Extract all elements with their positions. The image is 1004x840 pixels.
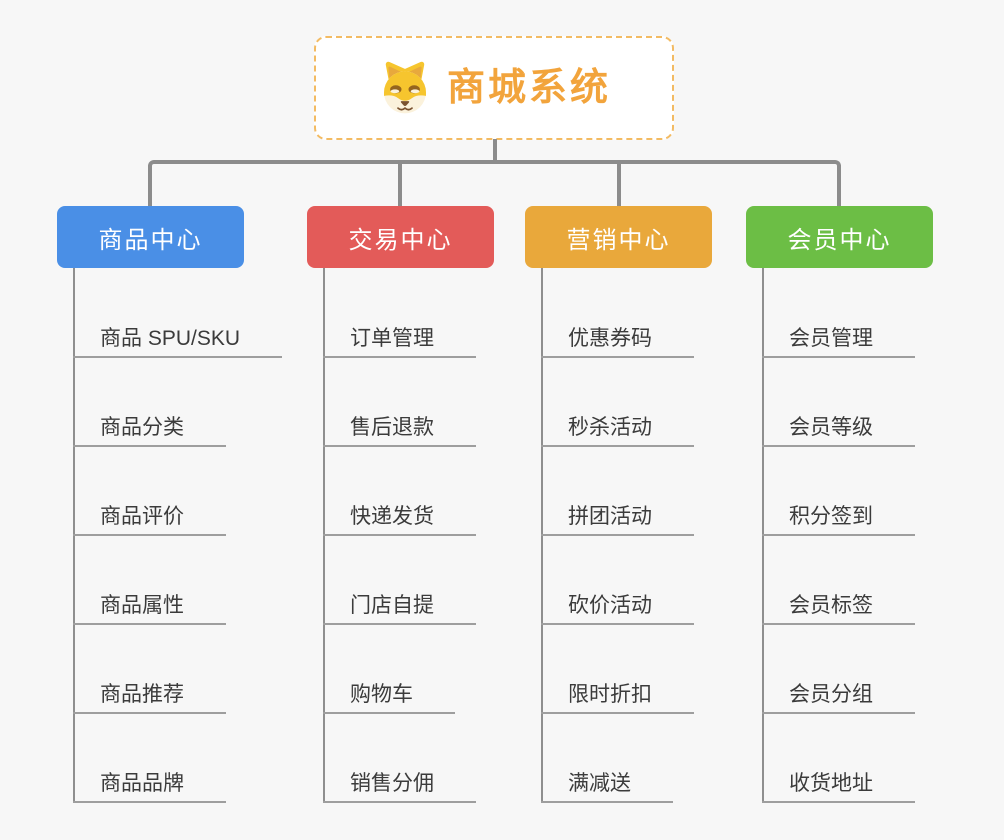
tree-item[interactable]: 快递发货 — [323, 496, 476, 536]
tree-item[interactable]: 购物车 — [323, 674, 455, 714]
root-title: 商城系统 — [446, 67, 611, 109]
tree-item[interactable]: 满减送 — [541, 763, 673, 803]
tree-item[interactable]: 优惠券码 — [541, 318, 694, 358]
connector-trunk — [493, 139, 497, 163]
branch-box-product-center[interactable]: 商品中心 — [57, 206, 244, 268]
tree-item[interactable]: 砍价活动 — [541, 585, 694, 625]
tree-item[interactable]: 销售分佣 — [323, 763, 476, 803]
branch-label: 商品中心 — [98, 226, 203, 254]
dog-face-icon — [383, 61, 426, 114]
tree-item[interactable]: 订单管理 — [323, 318, 476, 358]
tree-item[interactable]: 会员分组 — [762, 674, 915, 714]
branch-box-marketing-center[interactable]: 营销中心 — [525, 206, 712, 268]
tree-item[interactable]: 商品属性 — [73, 585, 226, 625]
connector-stub — [398, 160, 402, 206]
tree-item[interactable]: 商品品牌 — [73, 763, 226, 803]
tree-item[interactable]: 售后退款 — [323, 407, 476, 447]
branch-box-trade-center[interactable]: 交易中心 — [307, 206, 494, 268]
branch-label: 营销中心 — [566, 226, 671, 254]
connector-stub — [617, 160, 621, 206]
branch-label: 会员中心 — [787, 226, 892, 254]
tree-item[interactable]: 商品推荐 — [73, 674, 226, 714]
tree-item[interactable]: 秒杀活动 — [541, 407, 694, 447]
branch-box-member-center[interactable]: 会员中心 — [746, 206, 933, 268]
tree-item[interactable]: 限时折扣 — [541, 674, 694, 714]
connector-bus — [148, 160, 841, 206]
tree-item[interactable]: 会员标签 — [762, 585, 915, 625]
tree-item[interactable]: 会员管理 — [762, 318, 915, 358]
tree-item[interactable]: 商品评价 — [73, 496, 226, 536]
tree-item[interactable]: 会员等级 — [762, 407, 915, 447]
tree-item[interactable]: 商品分类 — [73, 407, 226, 447]
tree-item[interactable]: 门店自提 — [323, 585, 476, 625]
tree-item[interactable]: 积分签到 — [762, 496, 915, 536]
root-node[interactable]: 商城系统 — [314, 36, 674, 140]
tree-item[interactable]: 商品 SPU/SKU — [73, 318, 283, 358]
tree-item[interactable]: 收货地址 — [762, 763, 915, 803]
tree-item[interactable]: 拼团活动 — [541, 496, 694, 536]
branch-label: 交易中心 — [348, 226, 453, 254]
